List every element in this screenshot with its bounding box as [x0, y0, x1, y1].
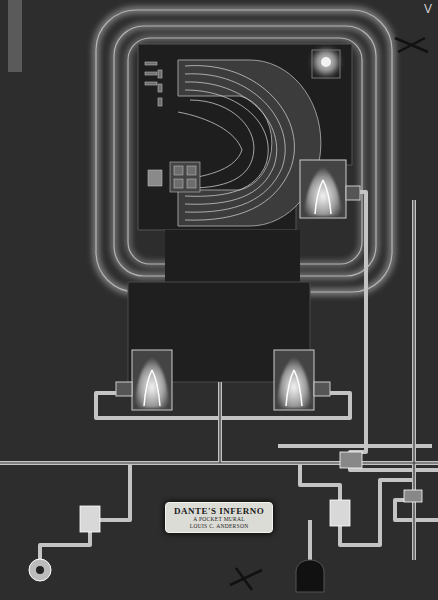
mural-subtitle: LOUIS C. ANDERSON [174, 523, 264, 529]
mural-subtitle: A POCKET MURAL [174, 516, 264, 522]
stage-seats [145, 62, 200, 192]
auditorium-rows [178, 66, 294, 221]
pipe-cores [0, 200, 438, 560]
edge-strip [8, 0, 22, 72]
corner-mark: V [424, 2, 432, 16]
dome-object [296, 560, 324, 592]
auditorium [178, 60, 321, 226]
ring-object [29, 559, 51, 581]
glow-bands [96, 10, 392, 292]
valve-boxes [80, 452, 422, 532]
title-cartouche: DANTE'S INFERNOA POCKET MURALLOUIS C. AN… [165, 502, 273, 533]
band-lines [96, 10, 392, 292]
pipes [0, 192, 438, 560]
fire-chambers [116, 160, 360, 410]
hall-neck [165, 230, 300, 282]
lamp [312, 50, 340, 78]
mural-title: DANTE'S INFERNO [174, 506, 264, 516]
main-hall [138, 44, 352, 230]
